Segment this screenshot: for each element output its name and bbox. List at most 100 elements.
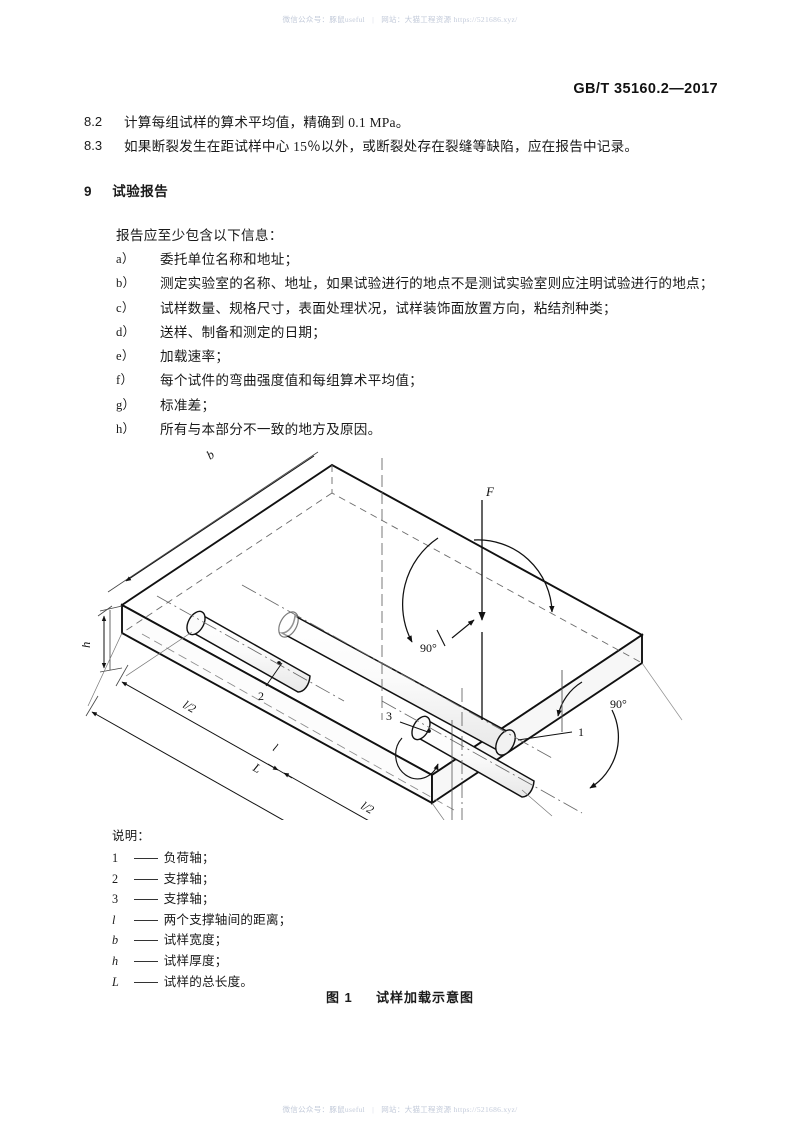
- section-9-number: 9: [84, 184, 93, 199]
- construction-lines: [87, 631, 683, 820]
- list-item-marker: e）: [116, 349, 135, 364]
- figure-caption: 图 1 试样加载示意图: [0, 987, 800, 1006]
- clause-8-2: 8.2 计算每组试样的算术平均值，精确到 0.1 MPa。: [84, 112, 730, 133]
- watermark-separator: |: [372, 15, 375, 24]
- list-item-text: 每个试件的弯曲强度值和每组算术平均值；: [160, 373, 424, 389]
- dimension-l: [267, 763, 293, 779]
- report-intro-line: 报告应至少包含以下信息：: [116, 228, 283, 243]
- list-item: c） 试样数量、规格尺寸，表面处理状况，试样装饰面放置方向，粘结剂种类；: [116, 297, 740, 321]
- rotation-arc-bottom-left: [556, 681, 583, 717]
- clause-8-2-text: 计算每组试样的算术平均值，精确到 0.1 MPa。: [124, 115, 410, 130]
- figure-dimension-L: L: [250, 760, 264, 776]
- figure-label-force: F: [485, 484, 495, 499]
- legend-description: 支撑轴；: [163, 892, 215, 907]
- legend-description: 负荷轴；: [163, 851, 215, 865]
- legend-dash-icon: [134, 878, 159, 880]
- legend-key: 1: [112, 851, 119, 865]
- legend-key: h: [112, 953, 119, 968]
- clause-8-3-number: 8.3: [84, 138, 103, 153]
- legend-key: b: [112, 933, 119, 948]
- list-item-text: 试样数量、规格尺寸，表面处理状况，试样装饰面放置方向，粘结剂种类；: [160, 300, 617, 316]
- list-item-marker: d）: [116, 324, 136, 339]
- legend-key: L: [112, 974, 119, 989]
- figure-callout-1: 1: [578, 725, 584, 739]
- figure-dimension-half-l-right: l/2: [359, 798, 377, 816]
- list-item-text: 测定实验室的名称、地址，如果试验进行的地点不是测试实验室则应注明试验进行的地点；: [160, 276, 714, 292]
- dimension-h: [99, 605, 123, 673]
- figure-label-angle-bottom: 90°: [610, 697, 627, 711]
- list-item-marker: a）: [116, 252, 135, 266]
- legend-item: 1 负荷轴；: [112, 847, 292, 868]
- callout-leader-1: [517, 731, 573, 741]
- legend-dash-icon: [134, 981, 159, 983]
- list-item: f） 每个试件的弯曲强度值和每组算术平均值；: [116, 369, 740, 393]
- legend-key: l: [112, 912, 116, 927]
- figure-dimension-h: h: [82, 642, 93, 648]
- watermark-url: https://521686.xyz/: [453, 1105, 518, 1114]
- list-item-marker: g）: [116, 397, 136, 412]
- legend-description: 支撑轴；: [163, 871, 215, 886]
- figure-dimension-l: l: [271, 742, 280, 754]
- legend-item: 3 支撑轴；: [112, 888, 292, 909]
- clause-8-3: 8.3 如果断裂发生在距试样中心 15％以外，或断裂处存在裂缝等缺陷，应在报告中…: [84, 136, 730, 157]
- figure-dimension-b: b: [204, 447, 217, 462]
- list-item: a） 委托单位名称和地址；: [116, 248, 740, 272]
- watermark-wechat: 微信公众号：豚鼠useful: [282, 1105, 366, 1114]
- section-9-heading: 9 试验报告: [84, 180, 168, 200]
- legend-key: 2: [112, 871, 119, 886]
- figure-1-diagram: F 90° 90° 1 2 3 b h l/2 l/2 l L: [82, 420, 722, 820]
- watermark-separator: |: [372, 1105, 375, 1114]
- legend-item: b 试样宽度；: [112, 929, 292, 950]
- rotation-arc-top-left: [402, 537, 439, 643]
- figure-dimension-half-l-left: l/2: [181, 697, 199, 715]
- clause-8-2-number: 8.2: [84, 114, 103, 129]
- standard-number-header: GB/T 35160.2—2017: [573, 81, 718, 97]
- legend-dash-icon: [134, 858, 159, 859]
- list-item-marker: c）: [116, 300, 135, 315]
- legend-description: 试样宽度；: [163, 933, 228, 948]
- list-item-text: 加载速率；: [160, 349, 230, 365]
- figure-caption-title: 试样加载示意图: [376, 990, 475, 1005]
- loading-schematic-svg: F 90° 90° 1 2 3 b h l/2 l/2 l L: [82, 447, 683, 820]
- list-item-marker: b）: [116, 276, 136, 291]
- legend-description: 两个支撑轴间的距离；: [163, 912, 292, 927]
- dimension-b: [97, 451, 319, 617]
- list-item: e） 加载速率；: [116, 345, 740, 369]
- list-item-marker: h）: [116, 422, 136, 437]
- legend-dash-icon: [134, 940, 159, 942]
- rotation-arc-top-right: [473, 539, 555, 613]
- figure-legend: 说明： 1 负荷轴； 2 支撑轴； 3 支撑轴； l 两个支撑轴间的距离； b …: [112, 826, 292, 991]
- legend-item: L 试样的总长度。: [112, 971, 292, 992]
- angle-leg-top: [436, 629, 446, 647]
- list-item: d） 送样、制备和测定的日期；: [116, 321, 740, 345]
- list-item: h） 所有与本部分不一致的地方及原因。: [116, 418, 740, 442]
- legend-key: 3: [112, 892, 119, 907]
- list-item-text: 所有与本部分不一致的地方及原因。: [160, 422, 382, 438]
- watermark-site: 网站：大猫工程资源: [381, 1105, 452, 1114]
- legend-item: h 试样厚度；: [112, 950, 292, 971]
- legend-item: l 两个支撑轴间的距离；: [112, 909, 292, 930]
- list-item: b） 测定实验室的名称、地址，如果试验进行的地点不是测试实验室则应注明试验进行的…: [116, 272, 740, 296]
- watermark-top: 微信公众号：豚鼠useful | 网站：大猫工程资源 https://52168…: [0, 14, 800, 25]
- support-roller-2: [186, 610, 311, 693]
- list-item-text: 送样、制备和测定的日期；: [160, 324, 327, 340]
- specimen-hidden-edges: [121, 465, 643, 664]
- legend-dash-icon: [134, 919, 159, 921]
- angle-tick-top: [451, 619, 475, 639]
- report-item-list: a） 委托单位名称和地址； b） 测定实验室的名称、地址，如果试验进行的地点不是…: [116, 248, 740, 442]
- list-item-text: 委托单位名称和地址；: [160, 252, 299, 267]
- watermark-wechat: 微信公众号：豚鼠useful: [282, 15, 366, 24]
- section-9-title: 试验报告: [112, 184, 169, 199]
- legend-title: 说明：: [112, 829, 151, 843]
- watermark-site: 网站：大猫工程资源: [381, 15, 452, 24]
- list-item: g） 标准差；: [116, 394, 740, 418]
- list-item-marker: f）: [116, 373, 134, 388]
- legend-dash-icon: [134, 960, 159, 962]
- watermark-bottom: 微信公众号：豚鼠useful | 网站：大猫工程资源 https://52168…: [0, 1104, 800, 1115]
- figure-callout-3: 3: [386, 709, 392, 723]
- legend-description: 试样的总长度。: [163, 974, 254, 989]
- legend-dash-icon: [134, 899, 159, 901]
- legend-item: 2 支撑轴；: [112, 868, 292, 889]
- rotation-arc-bottom-right: [589, 709, 619, 789]
